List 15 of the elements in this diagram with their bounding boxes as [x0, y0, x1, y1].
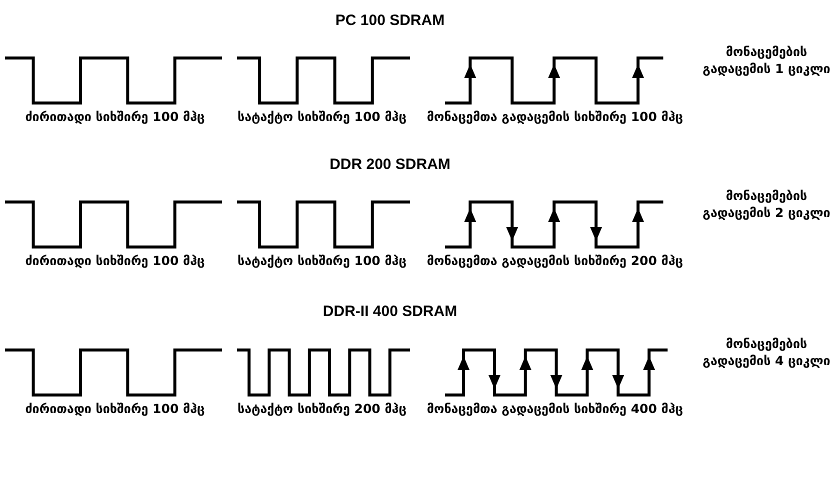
transfer-cycles-label: მონაცემების გადაცემის 1 ციკლი — [702, 44, 832, 78]
core-frequency-label: ძირითადი სიხშირე 100 მჰც — [24, 253, 206, 270]
data-rate-label: მონაცემთა გადაცემის სიხშირე 400 მჰც — [426, 401, 684, 418]
clock-frequency-label: სატაქტო სიხშირე 100 მჰც — [236, 253, 408, 270]
core-frequency-label: ძირითადი სიხშირე 100 მჰც — [24, 401, 206, 418]
section-title: DDR 200 SDRAM — [328, 156, 452, 173]
clock-frequency-label: სატაქტო სიხშირე 100 მჰც — [236, 109, 408, 126]
clock-frequency-label: სატაქტო სიხშირე 200 მჰც — [236, 401, 408, 418]
data-rate-label: მონაცემთა გადაცემის სიხშირე 100 მჰც — [426, 109, 684, 126]
transfer-cycles-label: მონაცემების გადაცემის 2 ციკლი — [702, 188, 832, 222]
data-rate-label: მონაცემთა გადაცემის სიხშირე 200 მჰც — [426, 253, 684, 270]
section-title: PC 100 SDRAM — [334, 12, 446, 29]
core-frequency-label: ძირითადი სიხშირე 100 მჰც — [24, 109, 206, 126]
section-title: DDR-II 400 SDRAM — [322, 303, 458, 320]
transfer-cycles-label: მონაცემების გადაცემის 4 ციკლი — [702, 336, 832, 370]
